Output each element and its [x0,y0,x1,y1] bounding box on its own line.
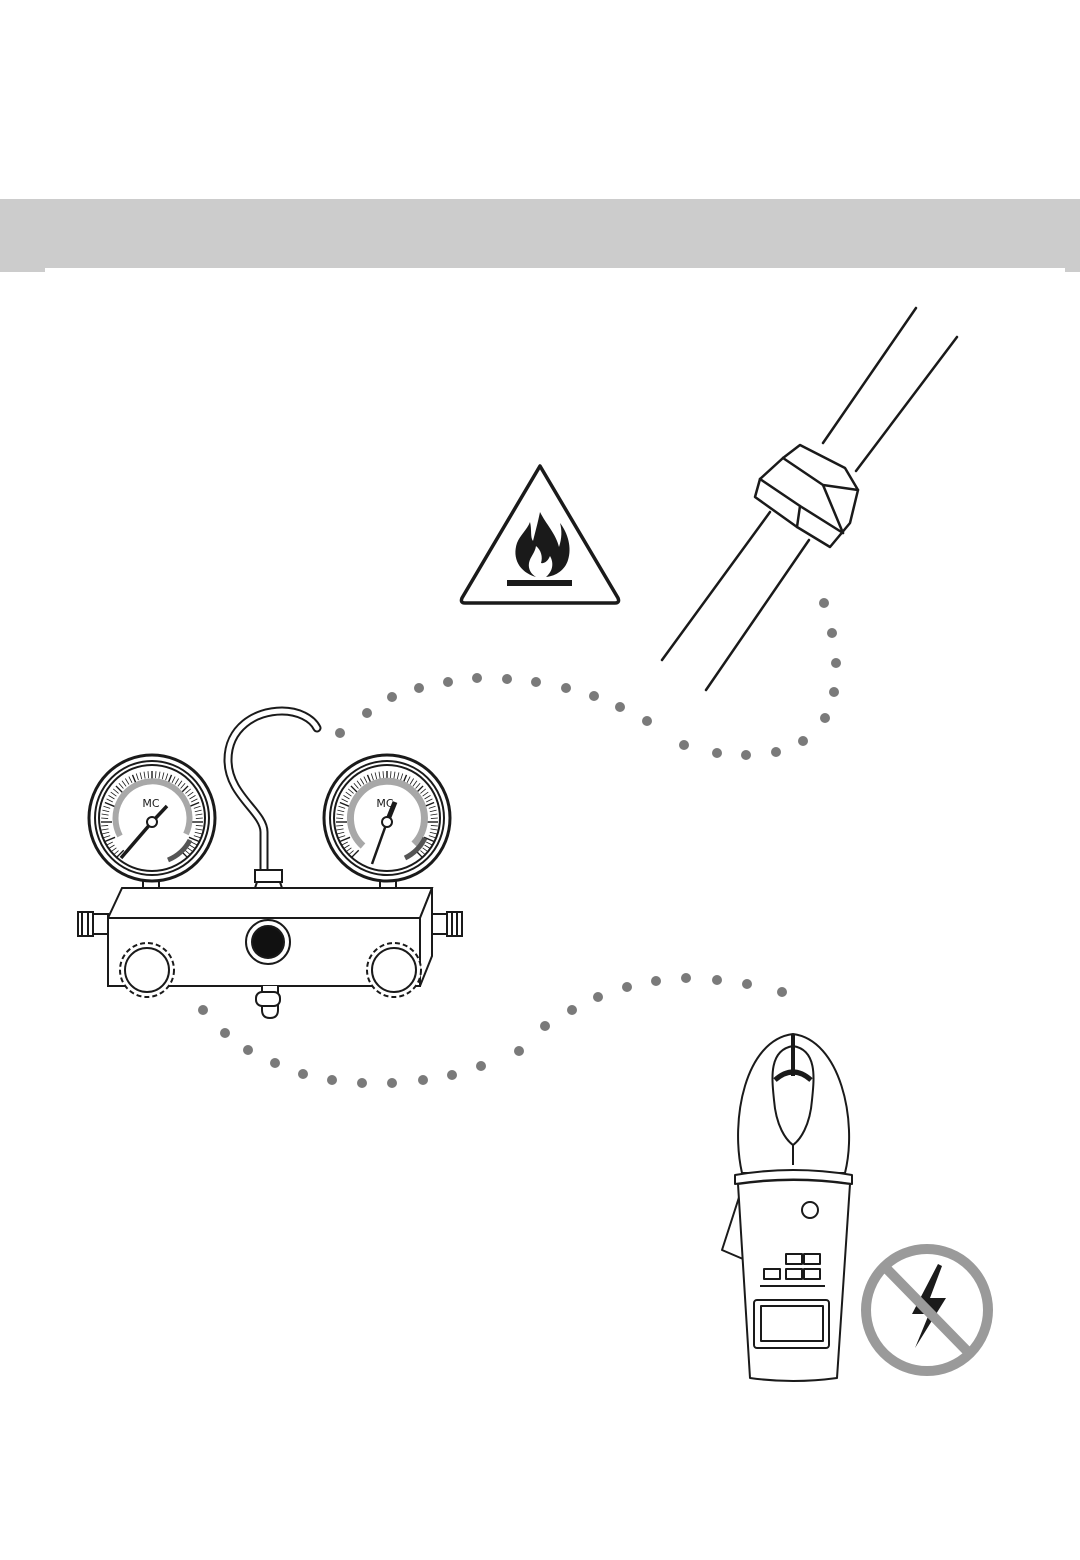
connector-dot [443,677,453,687]
connector-dot [476,1061,486,1071]
high-side-gauge: MC [324,755,450,881]
connector-dot [679,740,689,750]
connector-dot [831,658,841,668]
connector-dot [540,1021,550,1031]
connector-dot [514,1046,524,1056]
connector-dot [387,1078,397,1088]
gauge-tick [155,771,156,778]
connector-dot [243,1045,253,1055]
connector-dot [298,1069,308,1079]
connector-dot [589,691,599,701]
dotted-connector-pipe-loop [819,598,841,723]
gauge-tick [101,818,108,819]
connector-dot [651,976,661,986]
connector-dot [742,979,752,989]
connector-dot [220,1028,230,1038]
connector-dot [531,677,541,687]
gauge-tick [383,771,384,778]
dotted-connector-pipe-to-gauge [335,673,808,760]
connector-dot [418,1075,428,1085]
connector-dot [561,683,571,693]
connector-dot [712,975,722,985]
connector-dot [387,692,397,702]
connector-dot [447,1070,457,1080]
connector-dot [712,748,722,758]
connector-dot [472,673,482,683]
flammable-warning-icon [461,466,618,603]
connector-dot [771,747,781,757]
dotted-connector-gauge-to-meter [198,973,787,1088]
gauge-tick [336,825,343,826]
connector-dot [414,683,424,693]
connector-dot [741,750,751,760]
high-side-valve-knob [367,943,421,997]
connector-dot [593,992,603,1002]
manifold-gauge-set: MC MC [78,711,462,1018]
connector-dot [502,674,512,684]
connector-dot [681,973,691,983]
connector-dot [829,687,839,697]
connector-dot [362,708,372,718]
gauge-tick [431,818,438,819]
no-electricity-icon [866,1249,988,1371]
gauge-tick [148,771,149,778]
gauge-tick [196,818,203,819]
connector-dot [615,702,625,712]
connector-dot [327,1075,337,1085]
connector-dot [827,628,837,638]
clamp-meter [722,1034,852,1381]
connector-dot [357,1078,367,1088]
pipe-fitting [662,308,957,690]
connector-dot [798,736,808,746]
center-port [252,926,284,958]
connector-dot [198,1005,208,1015]
low-side-gauge-label: MC [142,797,159,810]
connector-dot [622,982,632,992]
connector-dot [270,1058,280,1068]
low-side-valve-knob [120,943,174,997]
low-side-gauge: MC [89,755,215,881]
gauge-tick [431,825,438,826]
flame-base [507,580,572,586]
connector-dot [777,987,787,997]
connector-dot [567,1005,577,1015]
gauge-tick [390,771,391,778]
gauge-tick [196,825,203,826]
gauge-tick [101,825,108,826]
gauge-tick [336,818,343,819]
connector-dot [819,598,829,608]
connector-dot [820,713,830,723]
connector-dot [642,716,652,726]
connector-dot [335,728,345,738]
